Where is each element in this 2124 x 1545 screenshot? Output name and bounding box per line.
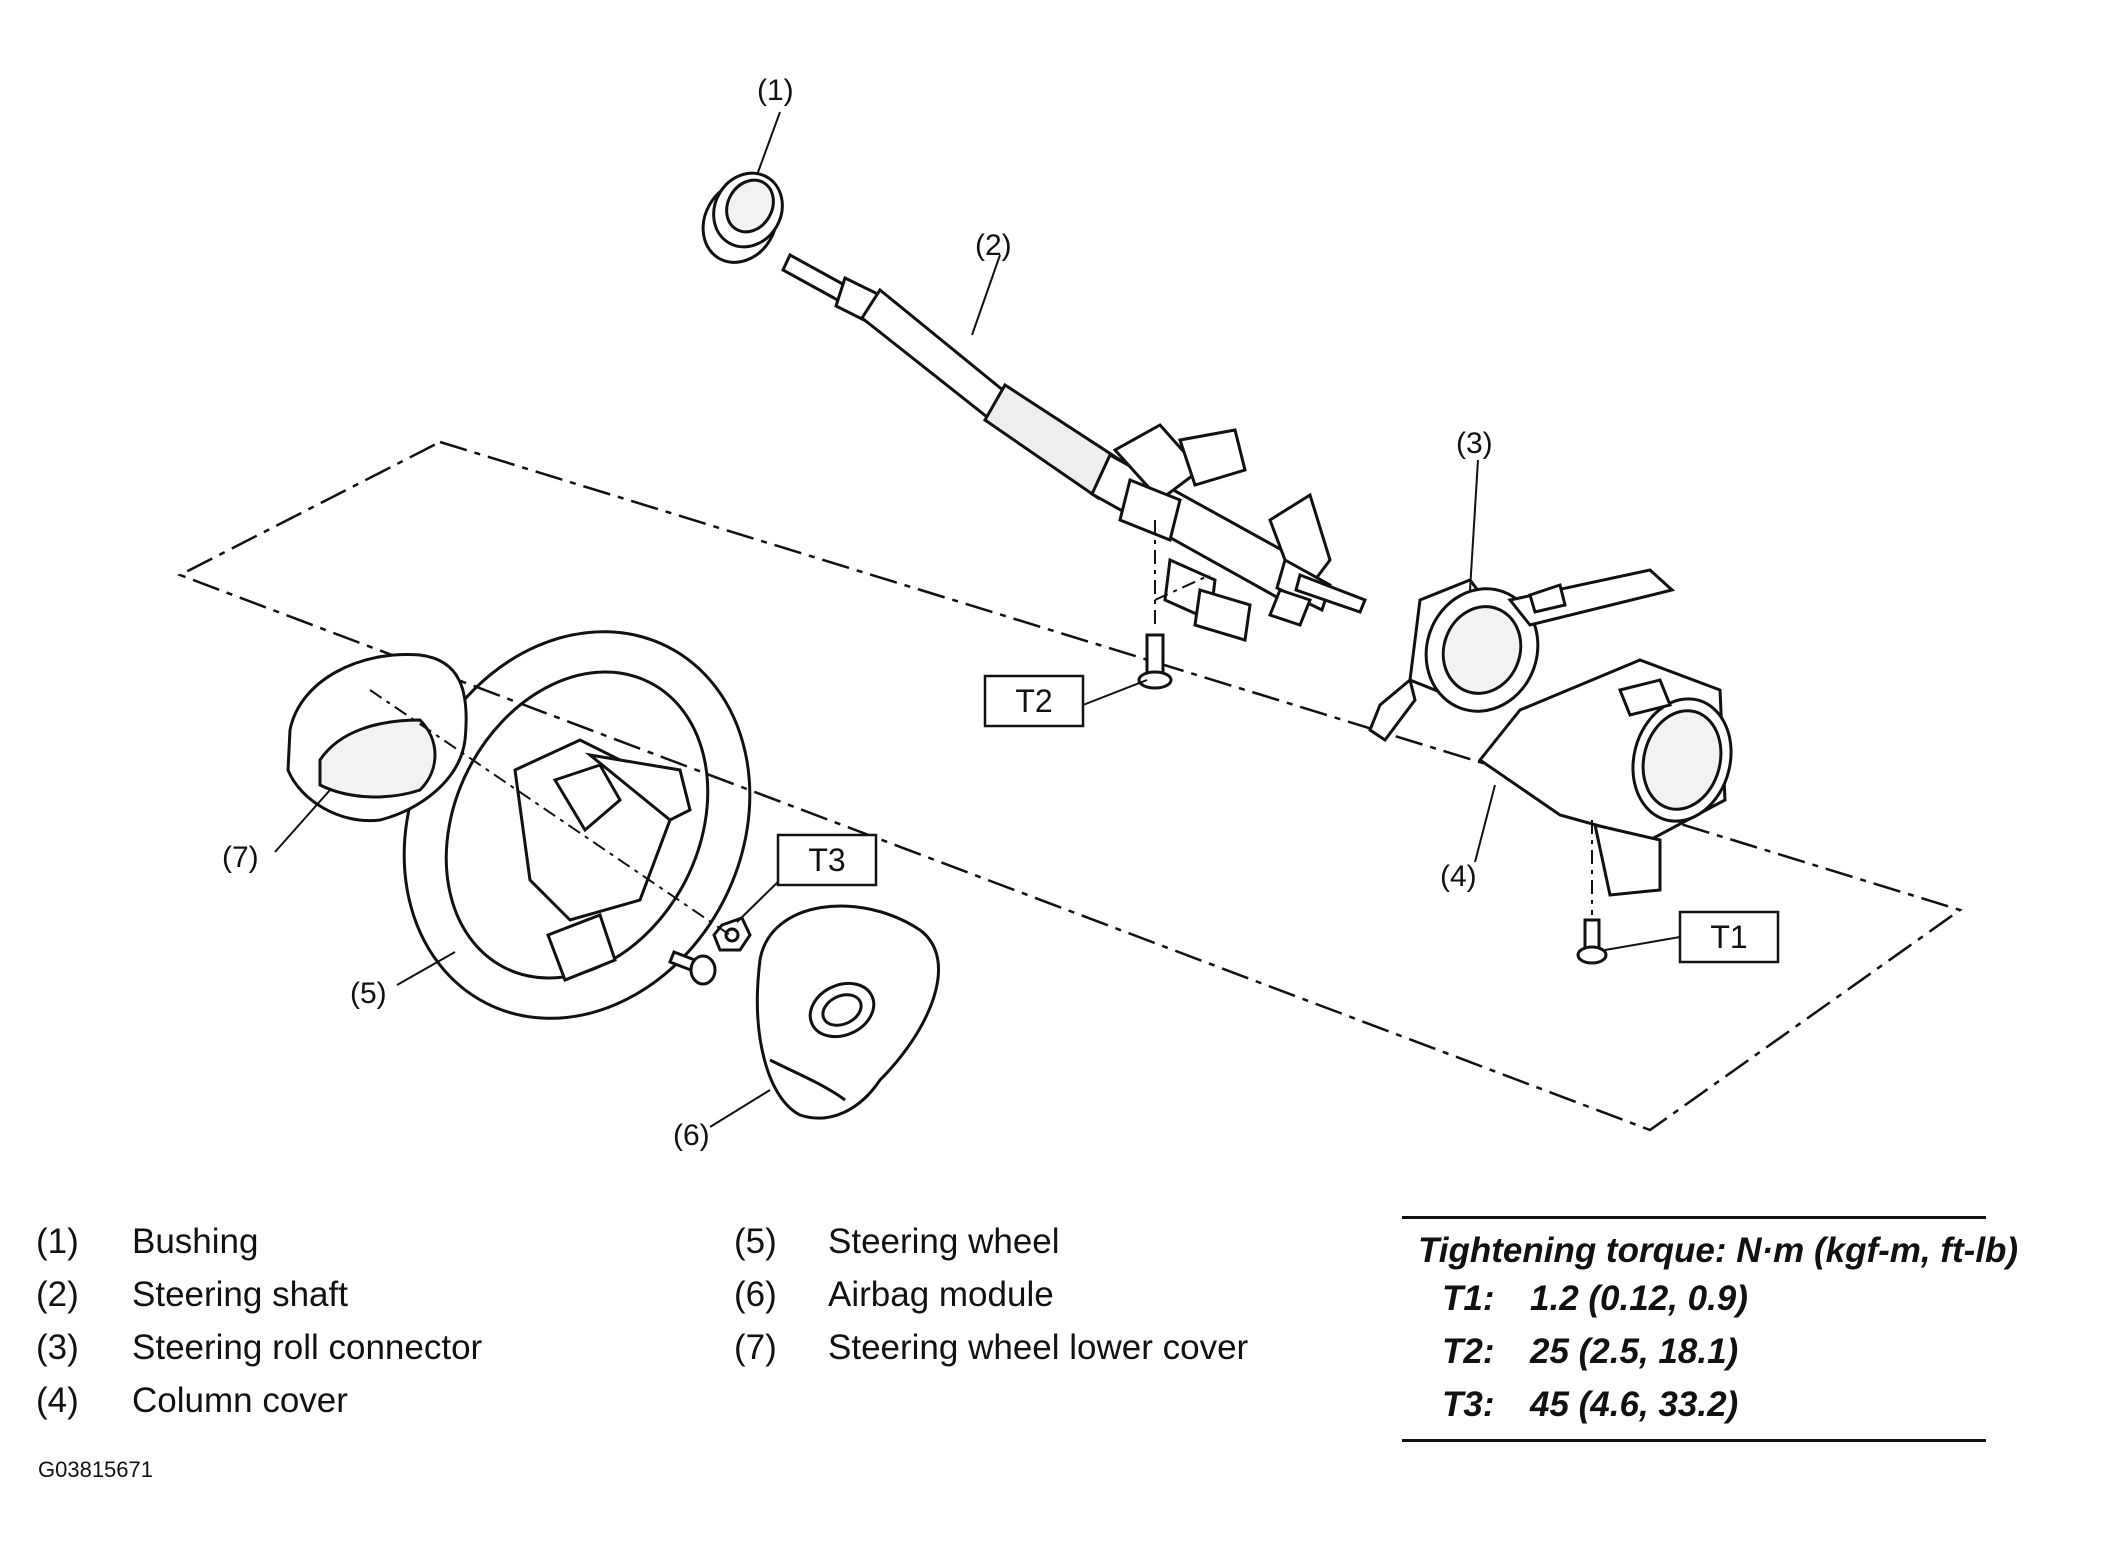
legend-name-5: Steering wheel — [828, 1222, 1060, 1261]
callout-5: (5) — [350, 977, 387, 1010]
legend-num-5: (5) — [734, 1222, 777, 1261]
torque-row-t2-value: 25 (2.5, 18.1) — [1530, 1332, 1739, 1371]
callout-1: (1) — [757, 74, 794, 107]
torque-row-t3-code: T3: — [1442, 1385, 1495, 1424]
lower-cover-drawing — [286, 652, 468, 823]
legend-num-1: (1) — [36, 1222, 79, 1261]
legend-num-4: (4) — [36, 1381, 79, 1420]
callout-6: (6) — [673, 1119, 710, 1152]
legend-name-2: Steering shaft — [132, 1275, 348, 1314]
callout-2: (2) — [975, 229, 1012, 262]
legend-num-7: (7) — [734, 1328, 777, 1367]
screw-drawing — [668, 950, 717, 986]
legend-name-3: Steering roll connector — [132, 1328, 483, 1367]
torque-box-t3: T3 — [776, 833, 878, 887]
airbag-module-drawing — [755, 904, 941, 1120]
assembly-plane-outline — [176, 440, 1963, 1132]
legend-name-4: Column cover — [132, 1381, 348, 1420]
callout-3: (3) — [1456, 427, 1493, 460]
legend-num-6: (6) — [734, 1275, 777, 1314]
legend-name-1: Bushing — [132, 1222, 259, 1261]
callout-7: (7) — [222, 841, 259, 874]
torque-row-t2-code: T2: — [1442, 1332, 1495, 1371]
nut-t3-drawing — [712, 916, 752, 952]
torque-table: Tightening torque: N·m (kgf-m, ft-lb) T1… — [1402, 1216, 2018, 1442]
legend-num-3: (3) — [36, 1328, 79, 1367]
torque-box-t3-label: T3 — [808, 842, 845, 878]
exploded-diagram: (1) (2) (3) (4) (5) (6) (7) T2 T3 T1 — [176, 74, 1963, 1152]
bolt-t2-drawing — [1137, 633, 1173, 690]
torque-box-t2: T2 — [983, 674, 1085, 728]
bolt-t1-drawing — [1576, 918, 1608, 965]
callout-4: (4) — [1440, 860, 1477, 893]
figure-id: G03815671 — [38, 1457, 153, 1482]
legend-name-6: Airbag module — [828, 1275, 1054, 1314]
alignment-lines — [369, 520, 1593, 936]
legend-name-7: Steering wheel lower cover — [828, 1328, 1249, 1367]
steering-wheel-drawing — [402, 630, 752, 1020]
leader-lines — [274, 111, 1681, 1128]
bushing-drawing — [701, 171, 784, 264]
torque-box-t1-label: T1 — [1710, 919, 1747, 955]
torque-table-title: Tightening torque: N·m (kgf-m, ft-lb) — [1418, 1231, 2019, 1270]
roll-connector-drawing — [1368, 568, 1676, 743]
column-cover-drawing — [1477, 658, 1733, 897]
legend-num-2: (2) — [36, 1275, 79, 1314]
torque-box-t1: T1 — [1678, 910, 1780, 964]
torque-row-t1-value: 1.2 (0.12, 0.9) — [1530, 1279, 1748, 1318]
torque-box-t2-label: T2 — [1015, 683, 1052, 719]
steering-shaft-drawing — [781, 252, 1367, 642]
torque-row-t3-value: 45 (4.6, 33.2) — [1530, 1385, 1739, 1424]
torque-row-t1-code: T1: — [1442, 1279, 1495, 1318]
